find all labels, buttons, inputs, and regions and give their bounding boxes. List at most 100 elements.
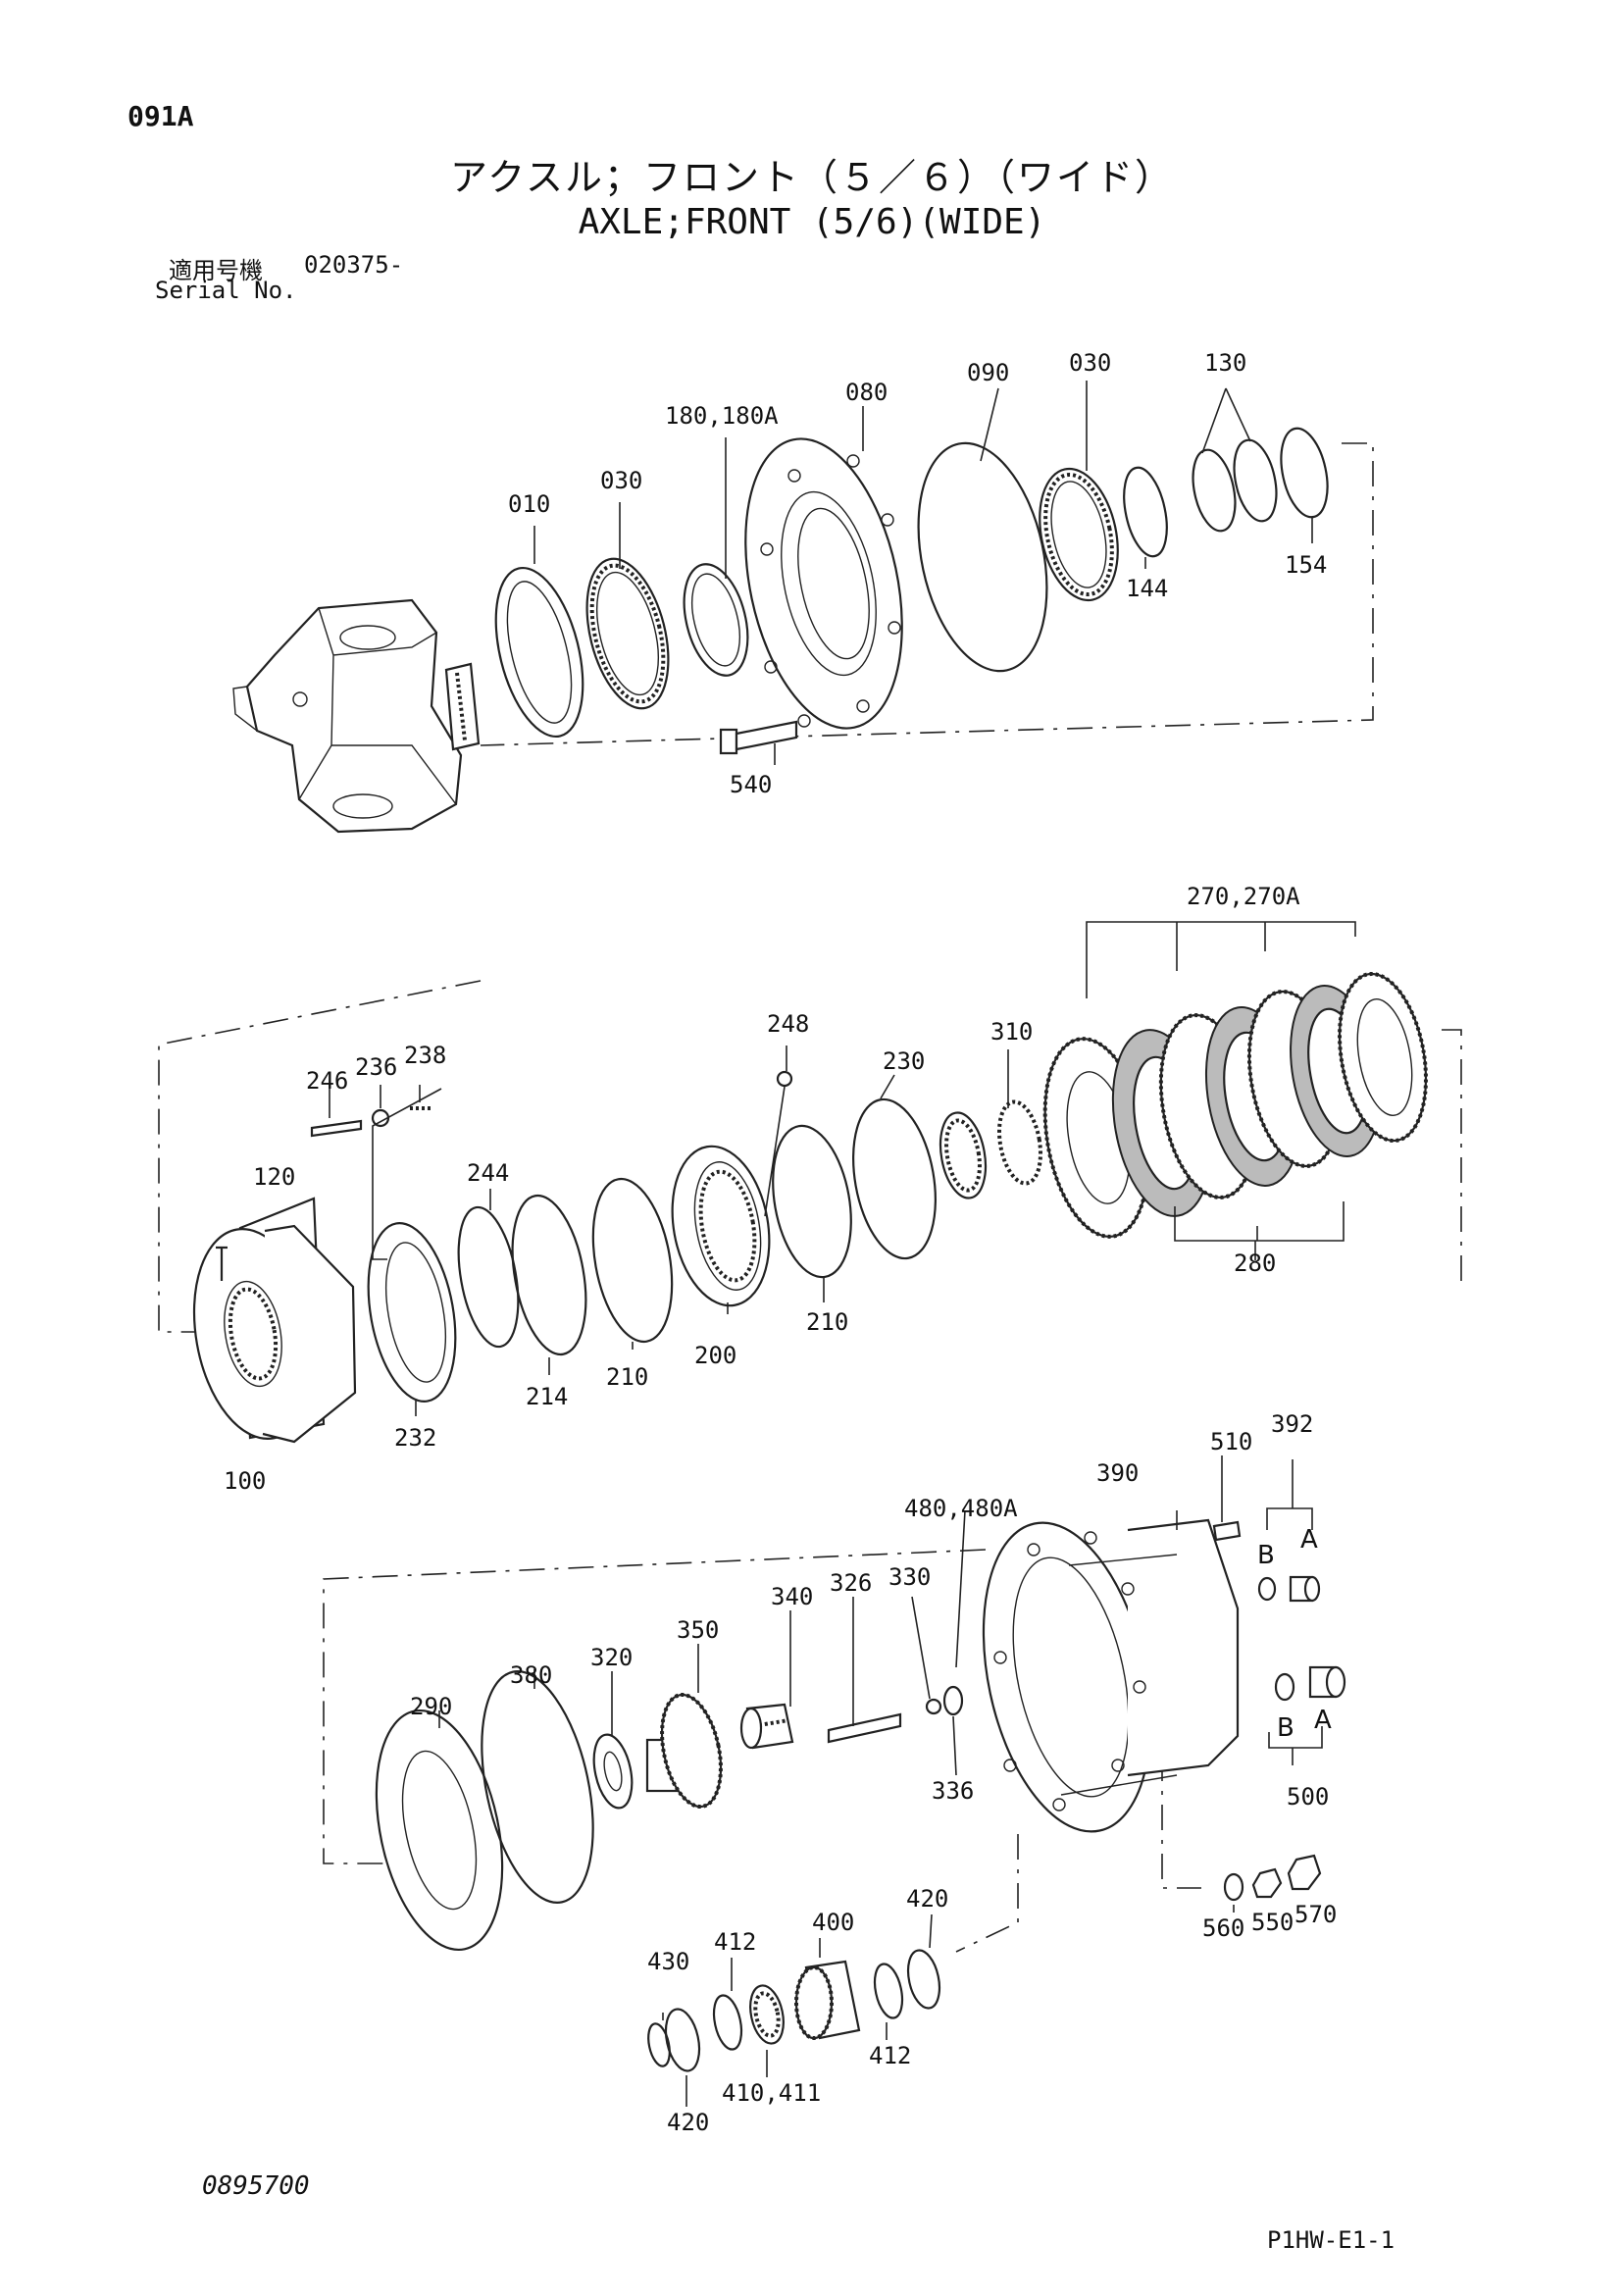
label-336: 336 [932, 1777, 974, 1805]
label-210-right: 210 [806, 1308, 848, 1336]
label-320: 320 [590, 1644, 633, 1671]
part-392-o-ring [1257, 1576, 1277, 1602]
part-030-bearing-inner [585, 557, 670, 710]
part-412-washer-left [712, 1994, 743, 2051]
label-410-411: 410,411 [722, 2079, 821, 2107]
label-120: 120 [253, 1163, 295, 1191]
label-080: 080 [845, 379, 888, 406]
part-090-o-ring [917, 441, 1048, 673]
part-210-ring-a [591, 1177, 674, 1344]
part-100-drum-hub [192, 1197, 357, 1444]
label-570: 570 [1294, 1901, 1337, 1928]
label-380: 380 [510, 1661, 552, 1689]
part-230-ring [852, 1097, 937, 1260]
part-210-ring-b [772, 1124, 852, 1279]
part-232-plate [367, 1222, 457, 1403]
part-336-lock [942, 1685, 964, 1716]
part-310-spacer [939, 1111, 988, 1199]
label-244: 244 [467, 1159, 509, 1187]
label-420-left: 420 [667, 2109, 709, 2136]
part-214-ring [511, 1194, 587, 1356]
label-340: 340 [771, 1583, 813, 1610]
part-knuckle-housing [232, 598, 481, 834]
part-550-nut [1251, 1867, 1283, 1899]
part-500-o-ring [1274, 1672, 1295, 1702]
label-540: 540 [730, 771, 772, 798]
part-248-plug [776, 1070, 793, 1088]
part-labels: 010 030 180,180A 080 090 030 130 144 154… [224, 349, 1337, 2136]
label-412-right: 412 [869, 2042, 911, 2069]
part-120-pin [216, 1246, 228, 1281]
label-200: 200 [694, 1342, 736, 1369]
label-238: 238 [404, 1042, 446, 1069]
part-270-280-disc-pack [1042, 971, 1428, 1239]
serial-label-japanese: 適用号機 [169, 257, 263, 284]
part-130-shim-a [1192, 448, 1237, 533]
part-412-washer-right [873, 1963, 904, 2019]
part-010-seal [494, 566, 584, 739]
label-280: 280 [1234, 1250, 1276, 1277]
label-500: 500 [1287, 1783, 1329, 1811]
label-010: 010 [508, 490, 550, 518]
label-210-left: 210 [606, 1363, 648, 1391]
label-144: 144 [1126, 575, 1168, 602]
label-330: 330 [888, 1563, 931, 1591]
label-326: 326 [830, 1569, 872, 1597]
sheet-code: P1HW-E1-1 [1267, 2226, 1396, 2254]
title-english: AXLE;FRONT (5/6)(WIDE) [578, 202, 1046, 242]
serial-value: 020375- [304, 251, 404, 279]
label-510: 510 [1210, 1428, 1252, 1455]
part-500-plug [1308, 1665, 1346, 1699]
part-390-ring-gear-housing [982, 1518, 1240, 1833]
label-500-a: A [1314, 1706, 1332, 1735]
label-248: 248 [767, 1010, 809, 1038]
label-350: 350 [677, 1616, 719, 1644]
part-570-cap-nut [1287, 1854, 1322, 1891]
serial-label-english: Serial No. [155, 277, 297, 304]
label-030-left: 030 [600, 467, 642, 494]
label-500-b: B [1277, 1713, 1294, 1743]
section-2-parts [158, 921, 1462, 1444]
section-1-parts [232, 381, 1374, 834]
part-330-washer [925, 1698, 942, 1715]
part-244-snap-ring [457, 1205, 520, 1349]
part-320-washer [592, 1733, 634, 1810]
document-number: 0895700 [202, 2171, 310, 2201]
label-030-right: 030 [1069, 349, 1111, 377]
part-420-snap-ring-right [906, 1949, 941, 2010]
part-392-plug [1289, 1575, 1321, 1603]
part-350-sun-gear [645, 1692, 723, 1810]
part-030-bearing-outer [1039, 467, 1119, 602]
label-560: 560 [1202, 1914, 1244, 1942]
label-154: 154 [1285, 551, 1327, 579]
part-380-snap-ring [481, 1670, 594, 1904]
label-392-a: A [1300, 1525, 1318, 1555]
part-200-piston [671, 1145, 771, 1307]
part-400-planet-gear [794, 1960, 861, 2040]
label-392: 392 [1271, 1410, 1313, 1438]
part-410-411-bearing [749, 1984, 785, 2045]
label-100: 100 [224, 1467, 266, 1495]
part-246-bolt [310, 1119, 363, 1138]
label-290: 290 [410, 1693, 452, 1720]
part-420-snap-ring-left [664, 2008, 701, 2072]
label-392-b: B [1257, 1541, 1275, 1570]
part-290-thrust-plate [375, 1709, 504, 1952]
part-560-washer [1223, 1872, 1244, 1902]
label-246: 246 [306, 1067, 348, 1095]
part-154-snap-ring [1280, 427, 1329, 519]
part-130-shim-b [1233, 438, 1278, 523]
part-510-bolt [1212, 1520, 1242, 1542]
label-430: 430 [647, 1948, 689, 1975]
part-326-pin [827, 1712, 902, 1744]
label-214: 214 [526, 1383, 568, 1410]
label-180-180a: 180,180A [665, 402, 779, 430]
label-400: 400 [812, 1909, 854, 1936]
label-420-right: 420 [906, 1885, 948, 1913]
part-310-ring [996, 1099, 1043, 1186]
part-540-bolt [719, 720, 798, 755]
label-230: 230 [883, 1047, 925, 1075]
label-480-480a: 480,480A [904, 1495, 1018, 1522]
label-090: 090 [967, 359, 1009, 386]
